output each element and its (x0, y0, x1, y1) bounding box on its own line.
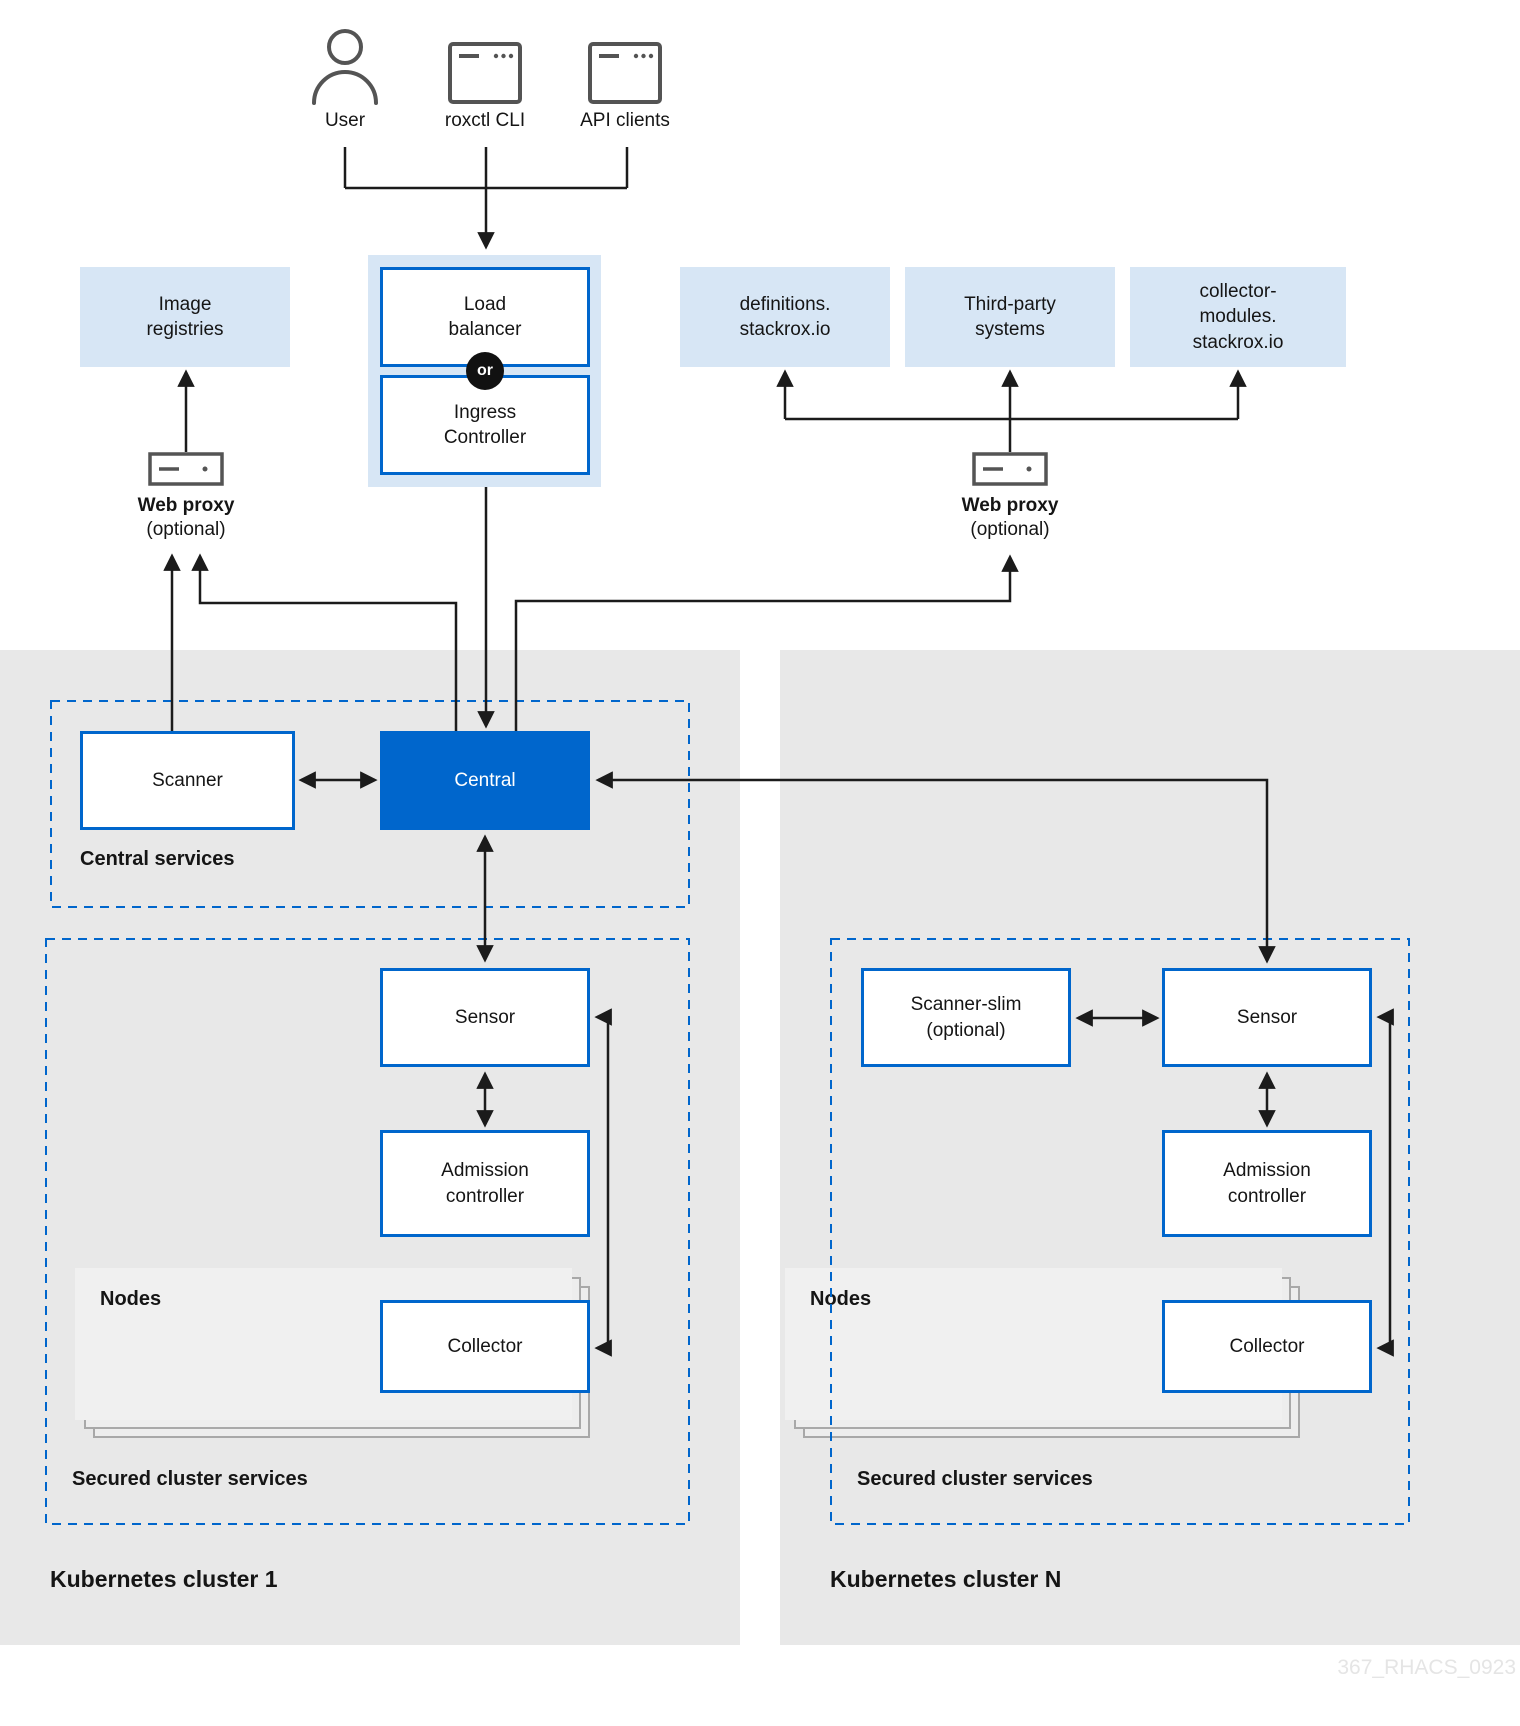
roxctl-cli-label: roxctl CLI (444, 110, 526, 131)
cluster1-collector-box: Collector (380, 1300, 590, 1393)
clusterN-nodes-label: Nodes (810, 1288, 872, 1310)
web-proxy-label-left: Web proxy (optional) (106, 494, 266, 542)
or-badge: or (466, 352, 504, 390)
clusterN-title: Kubernetes cluster N (830, 1566, 1062, 1592)
ingress-controller-box: Ingress Controller (380, 375, 590, 475)
central-box: Central (380, 731, 590, 830)
user-icon (305, 26, 385, 106)
cluster1-secured-services-label: Secured cluster services (72, 1468, 308, 1490)
terminal-icon-roxctl (448, 42, 522, 104)
watermark: 367_RHACS_0923 (1337, 1656, 1516, 1679)
clusterN-scanner-slim-box: Scanner-slim (optional) (861, 968, 1071, 1067)
central-services-label: Central services (80, 848, 235, 870)
load-balancer-box: Load balancer (380, 267, 590, 367)
cluster1-nodes-label: Nodes (100, 1288, 162, 1310)
clusterN-sensor-box: Sensor (1162, 968, 1372, 1067)
web-proxy-label-right: Web proxy (optional) (930, 494, 1090, 542)
web-proxy-title-left: Web proxy (137, 495, 235, 516)
clusterN-collector-box: Collector (1162, 1300, 1372, 1393)
clusterN-secured-services-label: Secured cluster services (857, 1468, 1093, 1490)
collector-modules-box: collector- modules. stackrox.io (1130, 267, 1346, 367)
scanner-box: Scanner (80, 731, 295, 830)
user-label: User (324, 110, 366, 131)
cluster1-title: Kubernetes cluster 1 (50, 1566, 278, 1592)
definitions-stackrox-box: definitions. stackrox.io (680, 267, 890, 367)
cluster1-sensor-box: Sensor (380, 968, 590, 1067)
clusterN-panel (780, 650, 1520, 1645)
terminal-icon-api (588, 42, 662, 104)
web-proxy-optional-left: (optional) (146, 518, 226, 540)
image-registries-box: Image registries (80, 267, 290, 367)
third-party-systems-box: Third-party systems (905, 267, 1115, 367)
clusterN-admission-controller-box: Admission controller (1162, 1130, 1372, 1237)
web-proxy-icon-left (148, 452, 224, 486)
web-proxy-optional-right: (optional) (970, 518, 1050, 540)
api-clients-label: API clients (580, 110, 670, 131)
cluster1-admission-controller-box: Admission controller (380, 1130, 590, 1237)
web-proxy-title-right: Web proxy (961, 495, 1059, 516)
web-proxy-icon-right (972, 452, 1048, 486)
